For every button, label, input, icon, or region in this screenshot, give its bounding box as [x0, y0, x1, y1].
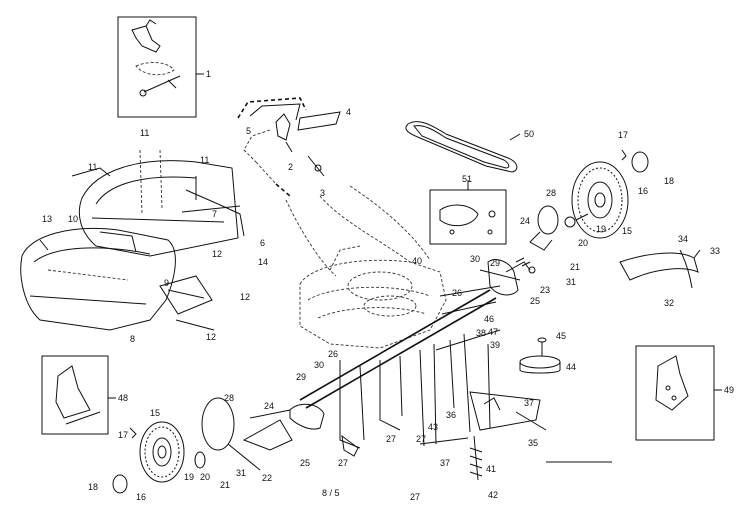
callout-9: 9: [164, 278, 169, 288]
callout-13: 13: [42, 214, 52, 224]
callout-30a: 30: [470, 254, 480, 264]
callout-26a: 26: [452, 288, 462, 298]
callout-37a: 37: [524, 398, 534, 408]
callout-19b: 19: [184, 472, 194, 482]
callout-32: 32: [664, 298, 674, 308]
mower-housing: [71, 149, 245, 257]
callout-27a: 27: [338, 458, 348, 468]
callout-18b: 18: [88, 482, 98, 492]
callout-16a: 16: [638, 186, 648, 196]
callout-28a: 28: [546, 188, 556, 198]
callout-30b: 30: [314, 360, 324, 370]
rear-wheel-right: [529, 149, 649, 251]
callout-28b: 28: [224, 393, 234, 403]
callout-24a: 24: [520, 216, 530, 226]
callout-40: 40: [412, 256, 422, 266]
callout-21a: 21: [570, 262, 580, 272]
callout-11a: 11: [140, 128, 149, 138]
callout-43: 43: [428, 422, 438, 432]
callout-41: 41: [486, 464, 496, 474]
callout-11b: 11: [88, 162, 97, 172]
callout-29a: 29: [490, 258, 500, 268]
callout-26b: 26: [328, 349, 338, 359]
callout-2: 2: [288, 162, 293, 172]
callout-46: 46: [484, 314, 494, 324]
callout-33: 33: [710, 246, 720, 256]
callout-39: 39: [490, 340, 500, 350]
callout-12c: 12: [206, 332, 216, 342]
control-bracket: [469, 391, 612, 481]
drive-frame: [299, 285, 501, 457]
callout-11c: 11: [200, 155, 209, 165]
callout-25b: 25: [300, 458, 310, 468]
callout-5: 5: [246, 126, 251, 136]
callout-17b: 17: [118, 430, 128, 440]
axle-right: [479, 257, 536, 296]
callout-14: 14: [258, 257, 268, 267]
page-number: 8 / 5: [322, 488, 340, 498]
handle-assembly: [237, 97, 341, 197]
callout-labels: 1 2 3 4 5 6 7 8 9 10 11 11 11 12 12 12 1…: [42, 69, 734, 502]
inset-part-48: [41, 355, 116, 435]
callout-4: 4: [346, 107, 351, 117]
callout-16b: 16: [136, 492, 146, 502]
callout-25a: 25: [530, 296, 540, 306]
callout-37b: 37: [440, 458, 450, 468]
callout-31b: 31: [236, 468, 246, 478]
callout-49: 49: [724, 385, 734, 395]
callout-6: 6: [260, 238, 265, 248]
callout-35: 35: [528, 438, 538, 448]
rear-wheel-left: [112, 397, 325, 494]
callout-22: 22: [262, 473, 272, 483]
callout-34: 34: [678, 234, 688, 244]
callout-7: 7: [212, 209, 217, 219]
engine-outline: [285, 185, 447, 349]
callout-21b: 21: [220, 480, 230, 490]
callout-50: 50: [524, 129, 534, 139]
callout-20b: 20: [200, 472, 210, 482]
callout-12a: 12: [212, 249, 222, 259]
inset-part-49: [635, 345, 722, 441]
callout-15a: 15: [622, 226, 632, 236]
inset-part-1: [117, 16, 204, 118]
callout-42: 42: [488, 490, 498, 500]
callout-51: 51: [462, 174, 472, 184]
callout-10: 10: [68, 214, 78, 224]
callout-47: 47: [488, 327, 498, 337]
inset-part-51: [429, 180, 507, 245]
drive-belt: [405, 121, 521, 173]
callout-23: 23: [540, 285, 550, 295]
callout-17a: 17: [618, 130, 628, 140]
callout-38: 38: [476, 328, 486, 338]
handle-bracket-32: [619, 249, 701, 289]
callout-48: 48: [118, 393, 128, 403]
callout-45: 45: [556, 331, 566, 341]
baffle-part-9: [159, 275, 215, 331]
callout-44: 44: [566, 362, 576, 372]
callout-27b: 27: [386, 434, 396, 444]
callout-3: 3: [320, 188, 325, 198]
pulley-44: [519, 337, 561, 374]
callout-18a: 18: [664, 176, 674, 186]
callout-20a: 20: [578, 238, 588, 248]
callout-24b: 24: [264, 401, 274, 411]
callout-8: 8: [130, 334, 135, 344]
callout-27c: 27: [416, 434, 426, 444]
callout-31a: 31: [566, 277, 576, 287]
grass-catcher: [20, 227, 176, 331]
callout-27d: 27: [410, 492, 420, 502]
callout-1: 1: [206, 69, 211, 79]
callout-12b: 12: [240, 292, 250, 302]
callout-19a: 19: [596, 224, 606, 234]
callout-29b: 29: [296, 372, 306, 382]
callout-15b: 15: [150, 408, 160, 418]
callout-36: 36: [446, 410, 456, 420]
